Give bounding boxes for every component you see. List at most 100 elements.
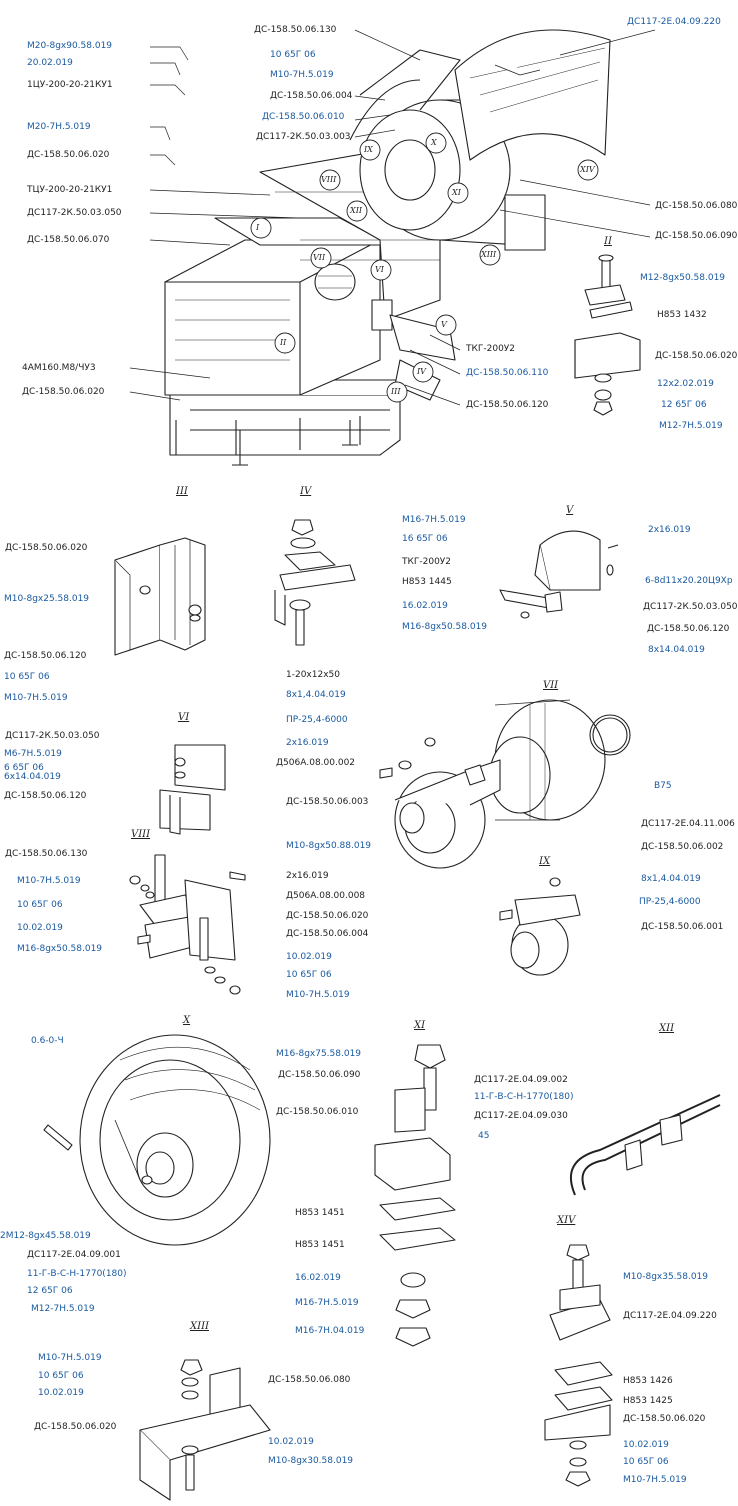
label-m11: ДС-158.50.06.130 (254, 25, 337, 35)
label-x-d: 11-Г-В-С-Н-1770(180) (27, 1269, 127, 1279)
detail-x-art (43, 1034, 271, 1246)
label-ii-d: 12х2.02.019 (657, 379, 714, 389)
label-iv-e: 16.02.019 (402, 601, 448, 611)
label-viii-c: 10 65Г 06 (17, 900, 63, 910)
label-vii-f: ДС-158.50.06.003 (286, 797, 369, 807)
label-iv-b: 16 65Г 06 (402, 534, 448, 544)
label-iv-d: Н853 1445 (402, 577, 452, 587)
detail-ii-art (574, 254, 641, 416)
label-vi-c: 6 65Г 06 (4, 763, 44, 773)
detail-iv-art (274, 519, 356, 646)
label-xiii-d: ДС-158.50.06.080 (268, 1375, 351, 1385)
label-m15: ДС-158.50.06.010 (262, 112, 345, 122)
label-vii-b: 8х1,4.04.019 (286, 690, 346, 700)
label-vii-i: ДС-158.50.06.002 (641, 842, 724, 852)
label-xiii-e: ДС-158.50.06.020 (34, 1422, 117, 1432)
label-m12: 10 65Г 06 (270, 50, 316, 60)
label-xii-b: 11-Г-В-С-Н-1770(180) (474, 1092, 574, 1102)
label-ii-b: Н853 1432 (657, 310, 707, 320)
label-viii-f: М10-8gх50.88.019 (286, 841, 372, 851)
detail-xiv-art (544, 1244, 613, 1487)
label-m5: ДС-158.50.06.020 (27, 150, 110, 160)
label-vii-c: ПР-25,4-6000 (286, 715, 348, 725)
section-title-vi: VI (178, 712, 190, 723)
label-vii-g: В75 (654, 781, 672, 791)
callout-circles (250, 132, 599, 403)
callout-i: I (256, 223, 260, 232)
label-vii-e: Д506А.08.00.002 (276, 758, 356, 768)
callout-xiii: XIII (481, 250, 497, 259)
label-ix-a: 2х16.019 (286, 871, 329, 881)
section-title-x: X (183, 1015, 191, 1026)
label-m21: ДС-158.50.06.110 (466, 368, 549, 378)
label-m4: М20-7Н.5.019 (27, 122, 91, 132)
label-xiv-c: Н853 1426 (623, 1376, 673, 1386)
label-vi-d: 6х14.04.019 (4, 772, 61, 782)
label-viii-h: ДС-158.50.06.004 (286, 929, 369, 939)
label-viii-a: ДС-158.50.06.130 (5, 849, 88, 859)
label-vii-d: 2х16.019 (286, 738, 329, 748)
label-xiv-a: М10-8gх35.58.019 (623, 1272, 709, 1282)
label-xii-c: ДС117-2Е.04.09.030 (474, 1111, 568, 1121)
label-xi-a: М16-8gх75.58.019 (276, 1049, 362, 1059)
detail-ix-art (499, 877, 581, 976)
label-iii-a: ДС-158.50.06.020 (5, 543, 88, 553)
section-title-ii: II (604, 236, 612, 247)
label-viii-g: ДС-158.50.06.020 (286, 911, 369, 921)
section-title-ix: IX (539, 856, 551, 867)
callout-x: X (431, 138, 437, 147)
detail-vi-art (159, 744, 226, 835)
label-ii-a: М12-8gх50.58.019 (640, 273, 726, 283)
detail-xii-art (570, 1094, 721, 1196)
detail-v-art (499, 530, 619, 619)
label-xi-g: М16-7Н.5.019 (295, 1298, 359, 1308)
label-viii-j: 10 65Г 06 (286, 970, 332, 980)
label-ii-f: М12-7Н.5.019 (659, 421, 723, 431)
label-vi-e: ДС-158.50.06.120 (4, 791, 87, 801)
label-xiv-e: ДС-158.50.06.020 (623, 1414, 706, 1424)
label-xiii-f: 10.02.019 (268, 1437, 314, 1447)
section-title-viii: VIII (131, 829, 151, 840)
label-xi-b: ДС-158.50.06.090 (278, 1070, 361, 1080)
section-title-xii: XII (659, 1023, 675, 1034)
label-ix-e: ДС-158.50.06.001 (641, 922, 724, 932)
label-viii-e: М16-8gх50.58.019 (17, 944, 103, 954)
label-xiv-d: Н853 1425 (623, 1396, 673, 1406)
label-xi-d: Н853 1451 (295, 1208, 345, 1218)
label-m2: 20.02.019 (27, 58, 73, 68)
label-iii-b: М10-8gх25.58.019 (4, 594, 90, 604)
detail-iii-art (114, 537, 206, 656)
main-assembly (129, 29, 656, 466)
label-xiii-a: М10-7Н.5.019 (38, 1353, 102, 1363)
label-viii-b: М10-7Н.5.019 (17, 876, 81, 886)
callout-xii: XII (350, 206, 363, 215)
label-v-e: 8х14.04.019 (648, 645, 705, 655)
label-xiv-h: М10-7Н.5.019 (623, 1475, 687, 1485)
section-title-xiii: XIII (190, 1321, 209, 1332)
label-m13: М10-7Н.5.019 (270, 70, 334, 80)
label-xiv-f: 10.02.019 (623, 1440, 669, 1450)
callout-xiv: XIV (580, 165, 595, 174)
label-m19: ДС-158.50.06.090 (655, 231, 738, 241)
callout-iii: III (391, 387, 401, 396)
label-xiii-g: М10-8gх30.58.019 (268, 1456, 354, 1466)
label-m10: ДС-158.50.06.020 (22, 387, 105, 397)
label-x-b: 2М12-8gх45.58.019 (0, 1231, 91, 1241)
label-v-b: 6-8d11х20.20Ц9Хр (645, 576, 733, 586)
label-xi-f: 16.02.019 (295, 1273, 341, 1283)
label-m8: ДС-158.50.06.070 (27, 235, 110, 245)
section-title-v: V (566, 505, 574, 516)
detail-vii-art (379, 699, 631, 869)
label-v-a: 2х16.019 (648, 525, 691, 535)
label-x-f: М12-7Н.5.019 (31, 1304, 95, 1314)
label-iii-d: 10 65Г 06 (4, 672, 50, 682)
callout-vi: VI (375, 265, 384, 274)
label-m17: ДС117-2Е.04.09.220 (627, 17, 721, 27)
label-m3: 1ЦУ-200-20-21КУ1 (27, 80, 113, 90)
label-v-d: ДС-158.50.06.120 (647, 624, 730, 634)
section-title-xi: XI (414, 1020, 426, 1031)
section-title-xiv: XIV (557, 1215, 576, 1226)
label-m6: ТЦУ-200-20-21КУ1 (27, 185, 113, 195)
